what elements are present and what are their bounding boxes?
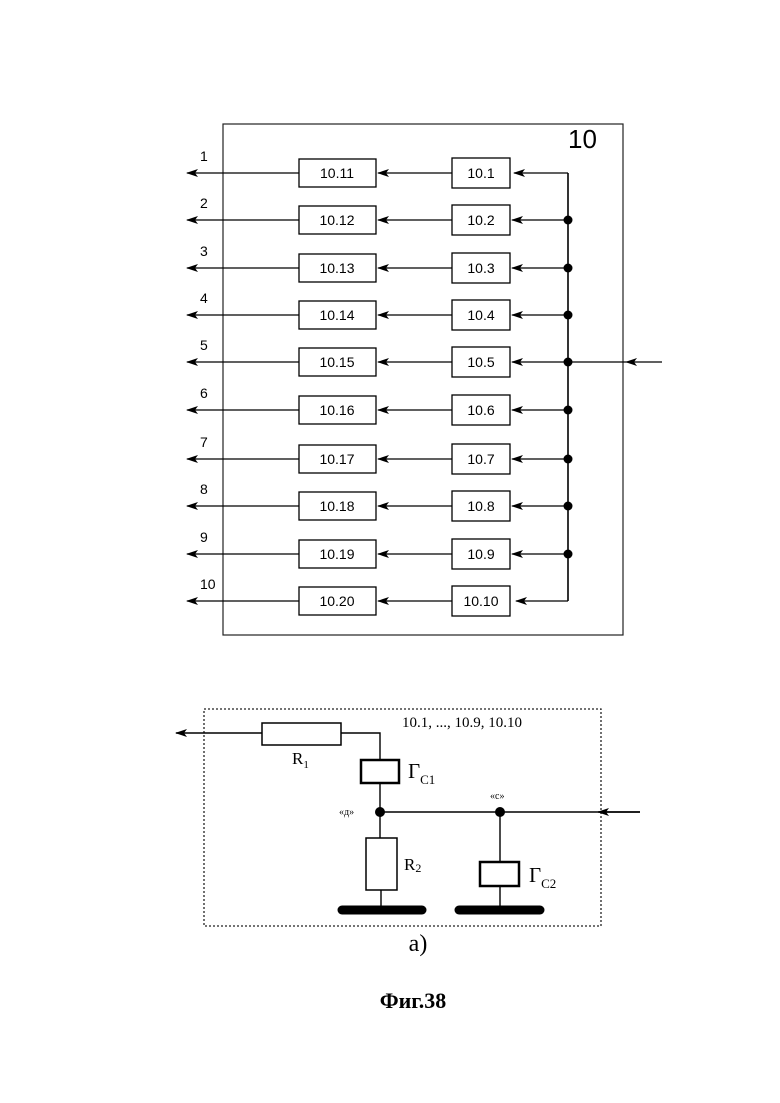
- box-right-label: 10.9: [467, 546, 494, 562]
- box-right-label: 10.4: [467, 307, 494, 323]
- output-number: 8: [200, 481, 208, 497]
- gc1-label: ГС1: [408, 759, 435, 787]
- circuit-title: 10.1, ..., 10.9, 10.10: [402, 715, 522, 731]
- gc1-element: [361, 760, 399, 783]
- gc2-element: [480, 862, 519, 886]
- block-10-frame: [223, 124, 623, 635]
- box-left-label: 10.17: [319, 451, 354, 467]
- output-number: 5: [200, 337, 208, 353]
- gc2-label: ГС2: [529, 863, 556, 891]
- output-number: 3: [200, 243, 208, 259]
- figure-caption: Фиг.38: [380, 988, 447, 1013]
- node-d-dot: [375, 807, 385, 817]
- box-right-label: 10.2: [467, 212, 494, 228]
- node-d-label: «д»: [339, 807, 354, 818]
- subfigure-caption: а): [409, 931, 428, 957]
- box-right-label: 10.5: [467, 354, 494, 370]
- box-left-label: 10.16: [319, 402, 354, 418]
- box-left-label: 10.19: [319, 546, 354, 562]
- node-c-label: «с»: [490, 791, 504, 802]
- box-left-label: 10.12: [319, 212, 354, 228]
- r1-label: R1: [292, 749, 309, 771]
- wire-r1-gc1: [341, 733, 380, 760]
- output-number: 7: [200, 434, 208, 450]
- box-right-label: 10.8: [467, 498, 494, 514]
- output-number: 6: [200, 385, 208, 401]
- box-right-label: 10.6: [467, 402, 494, 418]
- box-left-label: 10.14: [319, 307, 354, 323]
- box-right-label: 10.7: [467, 451, 494, 467]
- box-left-label: 10.18: [319, 498, 354, 514]
- box-left-label: 10.20: [319, 593, 354, 609]
- resistor-r1: [262, 723, 341, 745]
- box-left-label: 10.15: [319, 354, 354, 370]
- box-left-label: 10.11: [320, 165, 354, 181]
- output-number: 4: [200, 290, 208, 306]
- output-number: 9: [200, 529, 208, 545]
- output-number: 2: [200, 195, 208, 211]
- output-number: 10: [200, 576, 216, 592]
- box-right-label: 10.3: [467, 260, 494, 276]
- box-right-label: 10.1: [467, 165, 494, 181]
- output-number: 1: [200, 148, 208, 164]
- r2-label: R2: [404, 855, 421, 875]
- block-10-label: 10: [568, 124, 597, 154]
- resistor-r2: [366, 838, 397, 890]
- box-left-label: 10.13: [319, 260, 354, 276]
- box-right-label: 10.10: [463, 593, 498, 609]
